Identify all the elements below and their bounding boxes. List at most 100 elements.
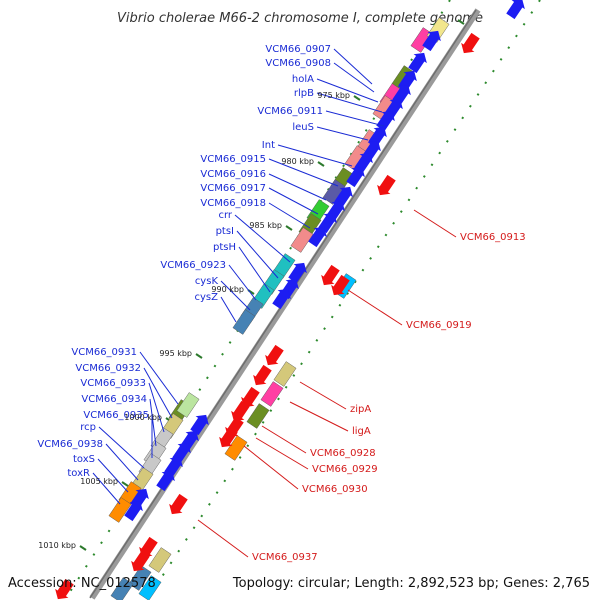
gene-label-reverse[interactable]: VCM66_0930 xyxy=(302,484,368,495)
leader-line xyxy=(97,458,129,493)
cog-block[interactable] xyxy=(232,309,256,335)
forward-gene-arrow[interactable] xyxy=(420,26,445,52)
forward-gene-arrow[interactable] xyxy=(306,222,331,248)
cog-block[interactable] xyxy=(128,565,152,591)
gene-label-forward[interactable]: ptsI xyxy=(216,226,234,237)
reverse-gene-arrow[interactable] xyxy=(215,425,240,451)
gene-label-forward[interactable]: rlpB xyxy=(294,88,314,99)
gene-label-forward[interactable]: cysZ xyxy=(195,292,219,303)
gene-label-forward[interactable]: VCM66_0908 xyxy=(265,58,331,69)
forward-gene-arrow[interactable] xyxy=(122,496,147,522)
gene-label-reverse[interactable]: VCM66_0937 xyxy=(252,552,318,563)
cog-block[interactable] xyxy=(290,227,314,253)
gene-label-forward[interactable]: VCM66_0916 xyxy=(200,169,266,180)
leader-line xyxy=(316,78,379,103)
topology-text: Topology: circular; Length: 2,892,523 bp… xyxy=(232,576,590,591)
forward-gene-arrow[interactable] xyxy=(344,162,369,188)
tick-label: 995 kbp xyxy=(159,349,192,358)
reverse-gene-arrow[interactable] xyxy=(165,492,190,518)
tick-label: 980 kbp xyxy=(281,157,314,166)
cog-block[interactable] xyxy=(224,435,248,461)
cog-block[interactable] xyxy=(108,497,132,523)
reverse-gene-arrow[interactable] xyxy=(317,263,342,289)
forward-gene-arrow[interactable] xyxy=(286,258,311,284)
map-title: Vibrio cholerae M66-2 chromosome I, comp… xyxy=(117,11,483,26)
gene-label-forward[interactable]: ptsH xyxy=(213,242,236,253)
gene-label-forward[interactable]: VCM66_0911 xyxy=(257,106,323,117)
gene-label-forward[interactable]: crr xyxy=(218,210,232,221)
gene-label-forward[interactable]: toxR xyxy=(67,468,90,479)
gene-label-forward[interactable]: VCM66_0923 xyxy=(160,260,226,271)
reverse-gene-arrow[interactable] xyxy=(227,399,252,425)
leader-line xyxy=(255,437,309,470)
gene-label-forward[interactable]: VCM66_0917 xyxy=(200,183,266,194)
reverse-gene-arrow[interactable] xyxy=(237,385,262,411)
reverse-gene-arrow[interactable] xyxy=(51,577,76,600)
gene-label-forward[interactable]: VCM66_0933 xyxy=(80,378,146,389)
cog-block[interactable] xyxy=(138,575,162,600)
gene-label-forward[interactable]: rcp xyxy=(80,422,96,433)
leader-line xyxy=(347,289,403,326)
gene-label-forward[interactable]: holA xyxy=(292,74,314,85)
reverse-gene-arrow[interactable] xyxy=(135,535,160,561)
gene-label-reverse[interactable]: zipA xyxy=(350,404,371,415)
cog-block[interactable] xyxy=(176,392,200,418)
gene-label-reverse[interactable]: VCM66_0929 xyxy=(312,464,378,475)
reverse-gene-arrow[interactable] xyxy=(249,363,274,389)
tick-mark xyxy=(457,19,465,25)
forward-gene-arrow[interactable] xyxy=(406,48,431,74)
forward-gene-arrow[interactable] xyxy=(154,466,179,492)
reverse-gene-arrow[interactable] xyxy=(261,343,286,369)
tick-label: 975 kbp xyxy=(317,91,350,100)
leader-line xyxy=(139,351,179,405)
leader-line xyxy=(413,209,457,238)
gene-label-forward[interactable]: VCM66_0935 xyxy=(83,410,149,421)
reverse-gene-arrow[interactable] xyxy=(373,173,398,199)
cog-block[interactable] xyxy=(246,403,270,429)
tick-mark xyxy=(317,161,325,167)
forward-gene-arrow[interactable] xyxy=(374,106,399,132)
leader-line xyxy=(268,173,327,201)
forward-gene-arrow[interactable] xyxy=(188,410,213,436)
leader-line xyxy=(261,425,307,454)
leader-line xyxy=(148,382,165,433)
gene-label-forward[interactable]: VCM66_0918 xyxy=(200,198,266,209)
gene-label-forward[interactable]: VCM66_0915 xyxy=(200,154,266,165)
gene-label-reverse[interactable]: VCM66_0919 xyxy=(406,320,472,331)
gene-label-reverse[interactable]: ligA xyxy=(352,426,371,437)
tick-mark xyxy=(285,225,293,231)
leader-line xyxy=(98,426,145,469)
cog-block[interactable] xyxy=(273,361,297,387)
tick-mark xyxy=(121,481,129,487)
reverse-gene-arrow[interactable] xyxy=(327,273,352,299)
reverse-gene-arrow[interactable] xyxy=(127,549,152,575)
gene-label-forward[interactable]: VCM66_0932 xyxy=(75,363,141,374)
leader-line xyxy=(220,280,251,311)
leader-line xyxy=(316,126,369,141)
leader-line xyxy=(316,92,383,113)
tick-label: 1010 kbp xyxy=(38,541,76,550)
gene-label-reverse[interactable]: VCM66_0928 xyxy=(310,448,376,459)
forward-gene-arrow[interactable] xyxy=(504,0,529,21)
leader-line xyxy=(197,519,249,558)
leader-line xyxy=(220,296,237,323)
gene-label-forward[interactable]: VCM66_0938 xyxy=(37,439,103,450)
cog-block[interactable] xyxy=(260,381,284,407)
leader-line xyxy=(143,367,173,419)
gene-label-forward[interactable]: toxS xyxy=(73,454,95,465)
cog-block[interactable] xyxy=(110,577,134,600)
cog-block[interactable] xyxy=(148,547,172,573)
chromosome-backbone xyxy=(89,8,481,600)
gene-label-forward[interactable]: VCM66_0931 xyxy=(71,347,137,358)
gene-label-forward[interactable]: Int xyxy=(262,140,275,151)
forward-gene-arrow[interactable] xyxy=(270,284,295,310)
leader-line xyxy=(268,158,339,187)
gene-features xyxy=(51,0,529,600)
gene-label-forward[interactable]: leuS xyxy=(292,122,314,133)
gene-label-reverse[interactable]: VCM66_0913 xyxy=(460,232,526,243)
reverse-gene-arrow[interactable] xyxy=(457,31,482,57)
gene-label-forward[interactable]: cysK xyxy=(195,276,219,287)
leader-line xyxy=(268,202,311,229)
gene-label-forward[interactable]: VCM66_0907 xyxy=(265,44,331,55)
gene-label-forward[interactable]: VCM66_0934 xyxy=(81,394,147,405)
